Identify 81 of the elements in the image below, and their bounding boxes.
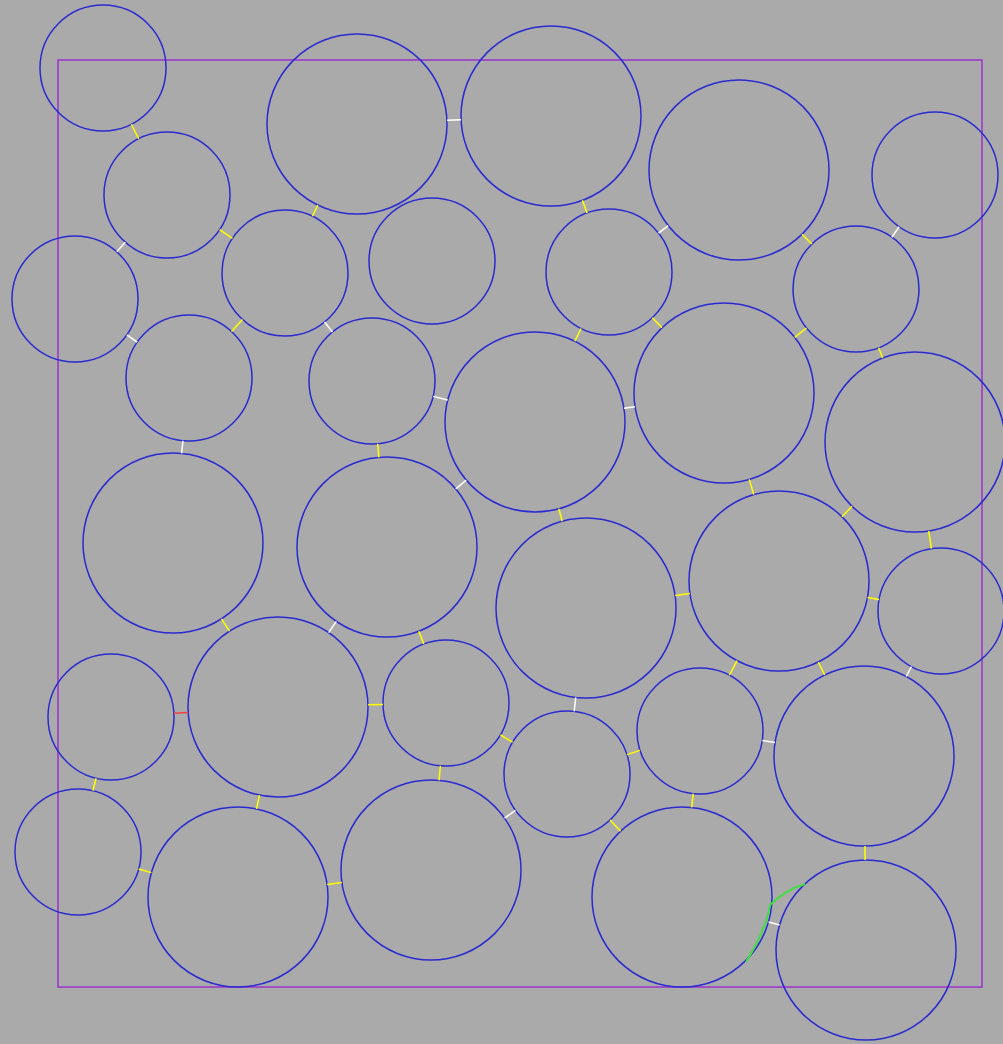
circle-outline xyxy=(308,317,436,445)
circle-outline xyxy=(47,653,175,781)
connector-line xyxy=(130,123,140,140)
circle-outline xyxy=(545,208,673,336)
circle-outline xyxy=(444,331,626,513)
connector-line xyxy=(690,792,694,809)
connector-line xyxy=(801,233,813,245)
connector-line xyxy=(326,881,343,886)
circle-outline xyxy=(503,710,631,838)
connector-line xyxy=(173,711,189,714)
circle-outline xyxy=(368,197,496,325)
connector-line xyxy=(180,439,184,455)
circle-outline xyxy=(103,131,231,259)
connector-line xyxy=(255,794,261,810)
connector-line xyxy=(438,765,442,782)
connector-line xyxy=(446,118,462,122)
connector-line xyxy=(220,618,231,632)
connector-line xyxy=(367,703,384,706)
connector-line xyxy=(116,241,126,253)
circle-outline xyxy=(648,79,830,261)
circle-outline xyxy=(877,547,1003,675)
connector-line xyxy=(927,530,933,550)
connector-line xyxy=(230,318,244,333)
connector-line xyxy=(418,630,425,645)
connector-line xyxy=(126,334,138,343)
connector-line xyxy=(573,696,577,713)
connector-line xyxy=(877,347,884,359)
connector-line xyxy=(891,226,900,238)
circle-outline xyxy=(495,517,677,699)
connector-line xyxy=(657,224,669,234)
connector-line xyxy=(651,316,663,329)
connector-line xyxy=(92,777,97,792)
connector-line xyxy=(767,921,781,926)
connector-line xyxy=(728,659,738,676)
circle-outline xyxy=(773,665,955,847)
connector-line xyxy=(609,819,622,832)
connector-line xyxy=(503,809,517,819)
connector-line xyxy=(905,665,913,678)
circle-outline xyxy=(591,806,773,988)
connector-line xyxy=(137,868,153,874)
circle-outline xyxy=(636,667,764,795)
connector-line xyxy=(574,327,582,343)
circle-outline xyxy=(792,225,920,353)
circle-outline xyxy=(147,806,329,988)
connector-line xyxy=(626,749,641,756)
circle-outline xyxy=(296,456,478,638)
circle-outline xyxy=(824,351,1003,533)
circle-outline xyxy=(633,302,815,484)
connector-line xyxy=(499,734,514,743)
circle-outline xyxy=(871,111,999,239)
circle-outline xyxy=(460,25,642,207)
connector-line xyxy=(623,405,636,410)
circle-outline xyxy=(187,616,369,798)
connector-line xyxy=(793,327,808,339)
circle-outline xyxy=(340,779,522,961)
connector-line xyxy=(864,845,866,861)
connector-line xyxy=(817,661,826,676)
connector-line xyxy=(748,478,755,496)
connector-line xyxy=(581,199,588,214)
connector-line xyxy=(376,443,380,459)
circle-outline xyxy=(11,235,139,363)
circle-outline xyxy=(125,314,253,442)
circle-outline xyxy=(775,859,957,1041)
connector-line xyxy=(327,620,338,634)
connector-line xyxy=(218,229,234,239)
connector-line xyxy=(432,395,449,401)
circle-outline xyxy=(82,452,264,634)
connector-line xyxy=(323,321,334,333)
connector-line xyxy=(558,508,563,522)
circle-outline xyxy=(382,639,510,767)
connector-line xyxy=(311,204,319,218)
connector-line xyxy=(674,592,691,597)
circle-outline xyxy=(221,209,349,337)
circle-outline xyxy=(39,4,167,132)
connector-line xyxy=(761,739,776,744)
circle-outline xyxy=(266,33,448,215)
connector-line xyxy=(841,505,853,518)
connector-line xyxy=(455,479,467,490)
connector-line xyxy=(866,596,880,601)
circle-outline xyxy=(688,490,870,672)
circle-outline xyxy=(14,788,142,916)
